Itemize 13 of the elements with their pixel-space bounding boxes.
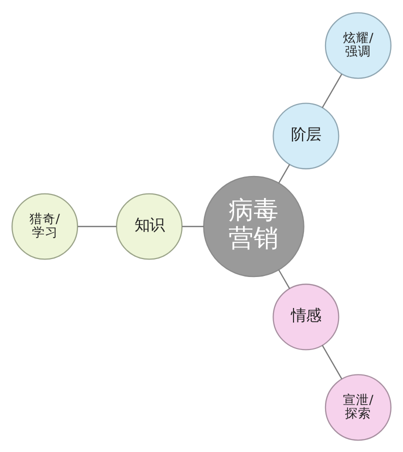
node-circle: 情感: [272, 283, 340, 350]
node-circle: 宣泄/探索: [324, 374, 392, 440]
connector: [278, 164, 290, 183]
connector: [182, 225, 204, 227]
node-circle: 病毒营销: [203, 175, 304, 277]
connector: [322, 73, 342, 108]
node-circle: 阶层: [272, 102, 340, 169]
node-circle: 炫耀/强调: [324, 12, 392, 78]
connector: [322, 344, 342, 379]
connector: [78, 225, 116, 227]
connector: [278, 269, 290, 288]
node-circle: 知识: [116, 192, 183, 260]
node-circle: 猎奇/学习: [12, 192, 78, 260]
